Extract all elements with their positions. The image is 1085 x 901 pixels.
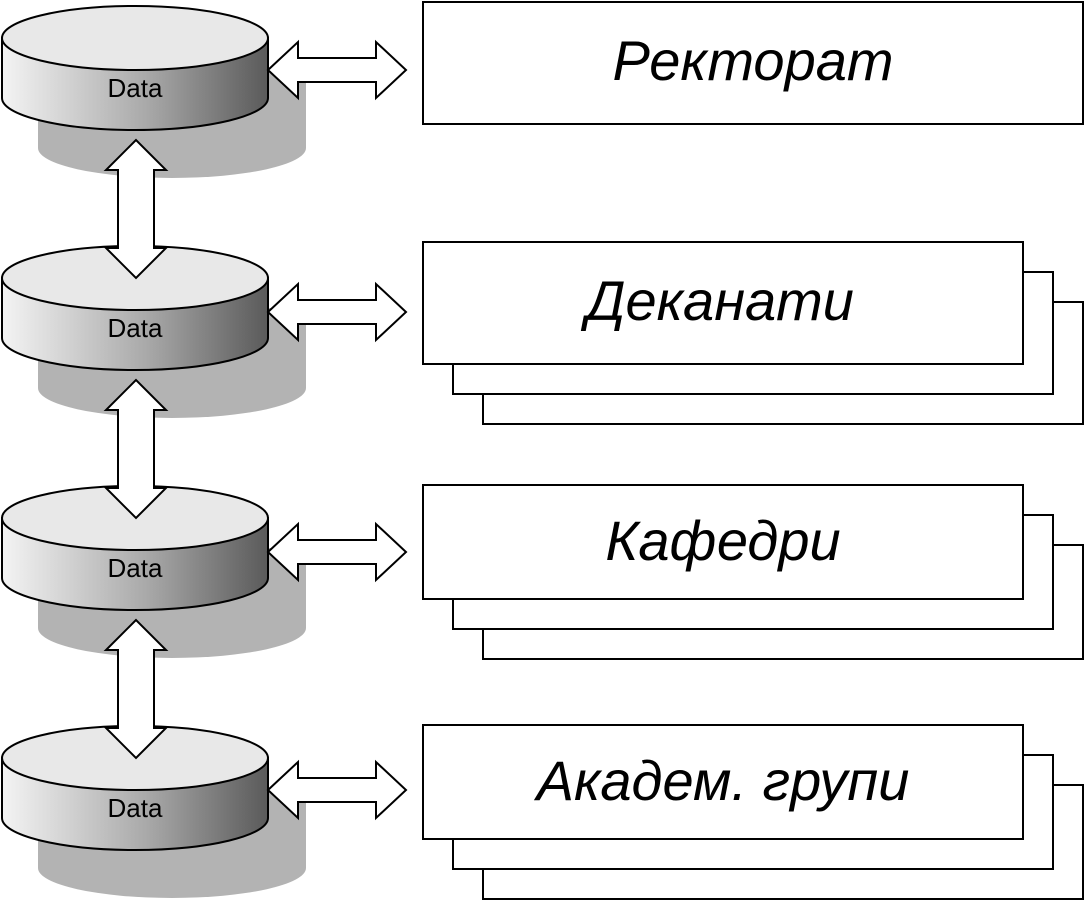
vertical-double-arrow bbox=[103, 378, 169, 520]
cylinder-top bbox=[1, 5, 269, 71]
database-cylinder: Data bbox=[1, 245, 306, 418]
box-label: Ректорат bbox=[612, 29, 893, 92]
box-label: Академ. групи bbox=[534, 749, 910, 812]
org-unit-box: Ректорат bbox=[422, 1, 1084, 125]
org-unit-box-stack: Деканати bbox=[422, 241, 1084, 425]
box-label: Кафедри bbox=[605, 509, 840, 572]
org-unit-box-stack: Академ. групи bbox=[422, 724, 1084, 900]
vertical-double-arrow bbox=[103, 138, 169, 280]
vertical-double-arrow bbox=[103, 618, 169, 760]
box-frame bbox=[422, 241, 1024, 365]
database-label: Data bbox=[108, 313, 163, 343]
box-frame bbox=[422, 484, 1024, 600]
box-frame bbox=[422, 1, 1084, 125]
database-cylinder: Data bbox=[1, 485, 306, 658]
database-cylinder: Data bbox=[1, 5, 306, 178]
box-label: Деканати bbox=[580, 269, 854, 332]
box-frame bbox=[422, 724, 1024, 840]
horizontal-double-arrow bbox=[266, 521, 408, 583]
database-label: Data bbox=[108, 73, 163, 103]
database-cylinder: Data bbox=[1, 725, 306, 898]
org-unit-box-stack: Кафедри bbox=[422, 484, 1084, 660]
horizontal-double-arrow bbox=[266, 759, 408, 821]
database-label: Data bbox=[108, 793, 163, 823]
database-label: Data bbox=[108, 553, 163, 583]
horizontal-double-arrow bbox=[266, 281, 408, 343]
horizontal-double-arrow bbox=[266, 39, 408, 101]
